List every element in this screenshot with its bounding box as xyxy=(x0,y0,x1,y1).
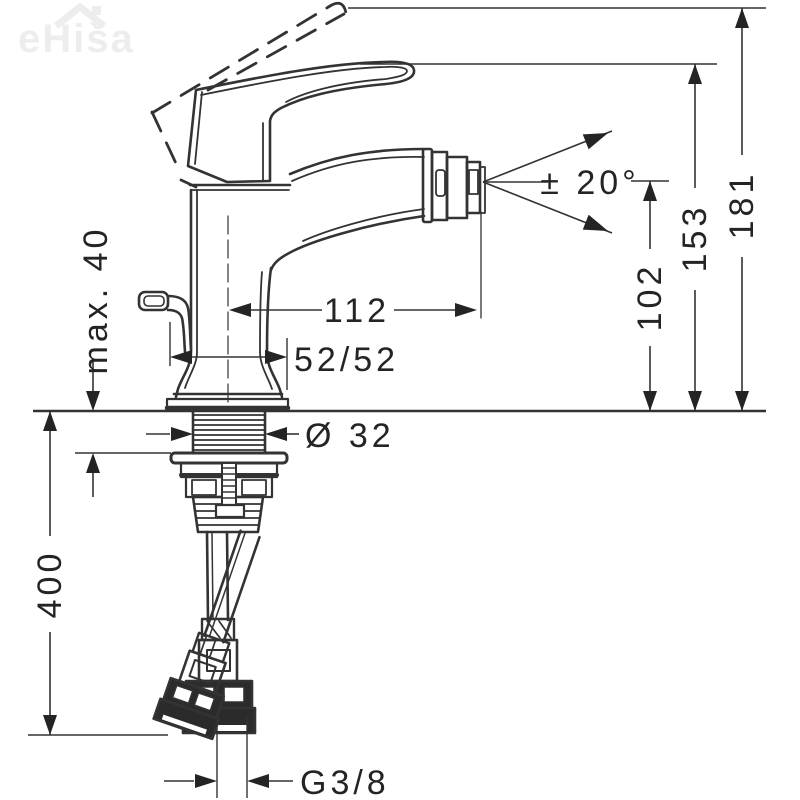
dim-label-swivel: ± 20° xyxy=(540,164,640,202)
dim-swivel-angle: ± 20° xyxy=(482,130,640,234)
dim-thread-g38: G3/8 xyxy=(164,716,390,800)
dim-label-max-40: max. 40 xyxy=(77,226,115,375)
dim-label-112: 112 xyxy=(324,292,390,330)
watermark: eHiša xyxy=(18,2,135,61)
dim-label-181: 181 xyxy=(723,171,761,240)
reference-lines xyxy=(28,7,766,736)
faucet-drawing xyxy=(137,1,486,741)
watermark-chimney-icon xyxy=(92,6,101,15)
faucet-spout xyxy=(269,147,426,272)
dimensions: 181 153 102 ± 20° xyxy=(31,8,761,800)
dim-label-dia-32: Ø 32 xyxy=(305,417,395,455)
dim-label-102: 102 xyxy=(631,263,669,332)
faucet-handle xyxy=(186,60,416,184)
dim-deck-max-40: max. 40 xyxy=(77,226,115,497)
dim-base-52-52: 52/52 xyxy=(169,322,399,390)
dim-label-52-52: 52/52 xyxy=(294,341,399,379)
dim-label-153: 153 xyxy=(676,204,714,273)
aerator xyxy=(421,147,486,224)
faucet-escutcheon xyxy=(188,183,292,191)
mounting-nut xyxy=(169,451,289,534)
dim-spout-reach-112: 112 xyxy=(229,292,477,330)
watermark-text: eHiša xyxy=(18,17,135,61)
dim-spout-height-102: 102 xyxy=(631,180,669,411)
threaded-shank xyxy=(191,409,267,455)
dim-label-g38: G3/8 xyxy=(300,764,390,800)
dim-height-153: 153 xyxy=(676,64,714,411)
supply-hose-angled xyxy=(152,529,261,741)
watermark-house-icon xyxy=(53,2,107,29)
dim-hose-length-400: 400 xyxy=(31,411,69,735)
dim-overall-height-181: 181 xyxy=(723,8,761,411)
dim-label-400: 400 xyxy=(31,550,69,619)
dim-hole-dia-32: Ø 32 xyxy=(146,417,395,455)
popup-rod xyxy=(137,290,193,354)
